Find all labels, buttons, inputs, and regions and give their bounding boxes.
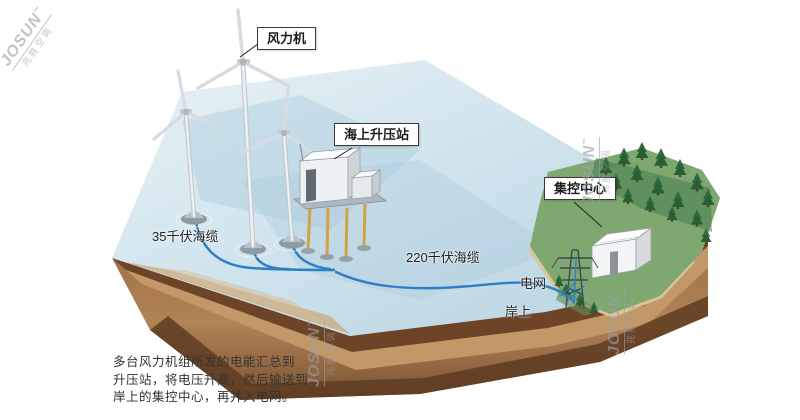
control-center-building-icon [590,227,652,279]
callout-wind-turbine: 风力机 [257,27,317,50]
label-35kv-cable: 35千伏海缆 [152,229,219,244]
caption-text: 多台风力机组所发的电能汇总到 升压站，将电压升高，然后输送到 岸上的集控中心，再… [113,354,308,407]
submarine-cable-35kv [194,220,336,272]
caption-line: 岸上的集控中心，再并入电网。 [113,390,296,404]
label-220kv-cable: 220千伏海缆 [406,250,480,265]
label-onshore: 岸上 [505,304,532,319]
wind-turbine-icon [196,8,291,258]
underwater-sand-slope [125,262,350,334]
callout-offshore-substation: 海上升压站 [334,123,420,146]
callout-leader-lines [239,43,603,228]
seabed-cross-section [112,228,708,400]
offshore-substation-icon [292,143,388,262]
label-power-grid: 电网 [520,276,547,291]
caption-line: 升压站，将电压升高，然后输送到 [113,372,309,387]
submarine-cable-220kv [334,259,585,304]
wind-turbine-icon [152,69,226,228]
caption-line: 多台风力机组所发的电能汇总到 [113,355,296,369]
callout-control-center: 集控中心 [544,177,617,200]
